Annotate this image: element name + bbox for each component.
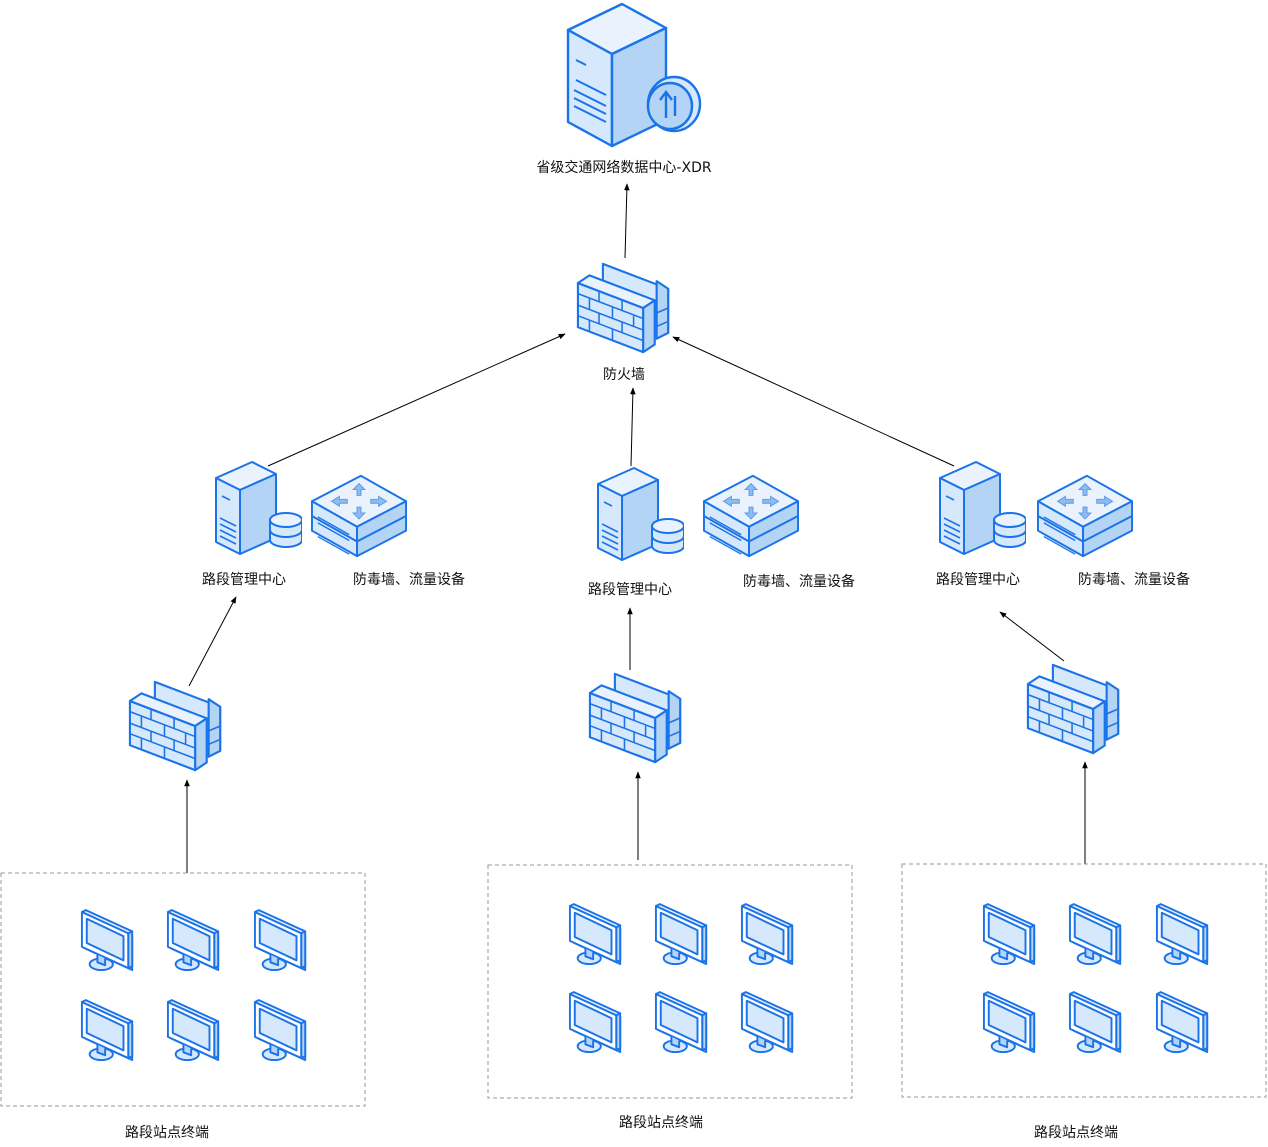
monitor-icon [80, 999, 134, 1062]
core-firewall-node[interactable]: 防火墙 [576, 262, 670, 383]
mgmt-center-2[interactable]: 路段管理中心 [588, 467, 684, 598]
edge-fw1-to-mgmt1 [188, 596, 237, 687]
segment-firewall-3[interactable] [1026, 663, 1120, 755]
monitor-icon [654, 991, 708, 1054]
server-database-icon [939, 461, 1026, 555]
monitor-icon [982, 991, 1036, 1054]
monitor-icon [1068, 991, 1122, 1054]
mgmt-center-label: 路段管理中心 [588, 582, 672, 598]
mgmt-center-label: 路段管理中心 [202, 572, 286, 588]
segment-2: 路段管理中心 防毒墙、流量设备 路段站点终端 [487, 467, 855, 1131]
firewall-icon [1026, 663, 1120, 755]
monitor-icon [166, 999, 220, 1062]
monitor-icon [253, 999, 307, 1062]
edge-mgmt1-to-firewall [267, 333, 566, 467]
switch-icon [1036, 474, 1134, 558]
monitor-icon [1155, 991, 1209, 1054]
server-database-icon [215, 461, 302, 555]
edge-firewall-to-datacenter [624, 183, 630, 259]
firewall-icon [576, 262, 670, 354]
monitor-icon [166, 909, 220, 972]
segment-firewall-1[interactable] [128, 680, 222, 772]
firewall-icon [128, 680, 222, 772]
switch-icon [310, 474, 408, 558]
station-group-border [0, 872, 366, 1107]
firewall-icon [588, 672, 682, 764]
edge-mgmt2-to-firewall [630, 387, 636, 467]
device-label: 防毒墙、流量设备 [743, 573, 855, 590]
core-firewall-label: 防火墙 [603, 367, 645, 383]
datacenter-node[interactable]: 省级交通网络数据中心-XDR [536, 2, 712, 176]
monitor-icon [982, 903, 1036, 966]
segment-firewall-2[interactable] [588, 672, 682, 764]
station-group-border [901, 863, 1267, 1098]
device-label: 防毒墙、流量设备 [353, 571, 465, 588]
monitor-icon [654, 903, 708, 966]
mgmt-center-1[interactable]: 路段管理中心 [202, 461, 302, 588]
edge-fw3-to-mgmt3 [999, 611, 1065, 662]
monitor-icon [568, 991, 622, 1054]
mgmt-center-3[interactable]: 路段管理中心 [936, 461, 1026, 588]
antivirus-device-3[interactable]: 防毒墙、流量设备 [1036, 474, 1190, 588]
edge-mgmt3-to-firewall [672, 336, 955, 467]
monitor-icon [568, 903, 622, 966]
monitor-icon [253, 909, 307, 972]
server-upload-icon [566, 2, 702, 148]
station-group-1[interactable]: 路段站点终端 [0, 872, 366, 1141]
antivirus-device-2[interactable]: 防毒墙、流量设备 [702, 474, 855, 590]
datacenter-label: 省级交通网络数据中心-XDR [536, 159, 711, 176]
segment-3: 路段管理中心 防毒墙、流量设备 路段站点终端 [901, 461, 1267, 1141]
switch-icon [702, 474, 800, 558]
segment-1: 路段管理中心 防毒墙、流量设备 路段站点终端 [0, 461, 465, 1141]
antivirus-device-1[interactable]: 防毒墙、流量设备 [310, 474, 465, 588]
monitor-icon [740, 991, 794, 1054]
device-label: 防毒墙、流量设备 [1078, 571, 1190, 588]
station-group-2[interactable]: 路段站点终端 [487, 864, 853, 1131]
edges [184, 183, 1088, 873]
monitor-icon [1155, 903, 1209, 966]
station-group-border [487, 864, 853, 1099]
station-label: 路段站点终端 [125, 1125, 209, 1141]
monitor-icon [740, 903, 794, 966]
server-database-icon [597, 467, 684, 561]
monitor-icon [1068, 903, 1122, 966]
mgmt-center-label: 路段管理中心 [936, 572, 1020, 588]
station-group-3[interactable]: 路段站点终端 [901, 863, 1267, 1141]
station-label: 路段站点终端 [1034, 1125, 1118, 1141]
station-label: 路段站点终端 [619, 1115, 703, 1131]
monitor-icon [80, 909, 134, 972]
